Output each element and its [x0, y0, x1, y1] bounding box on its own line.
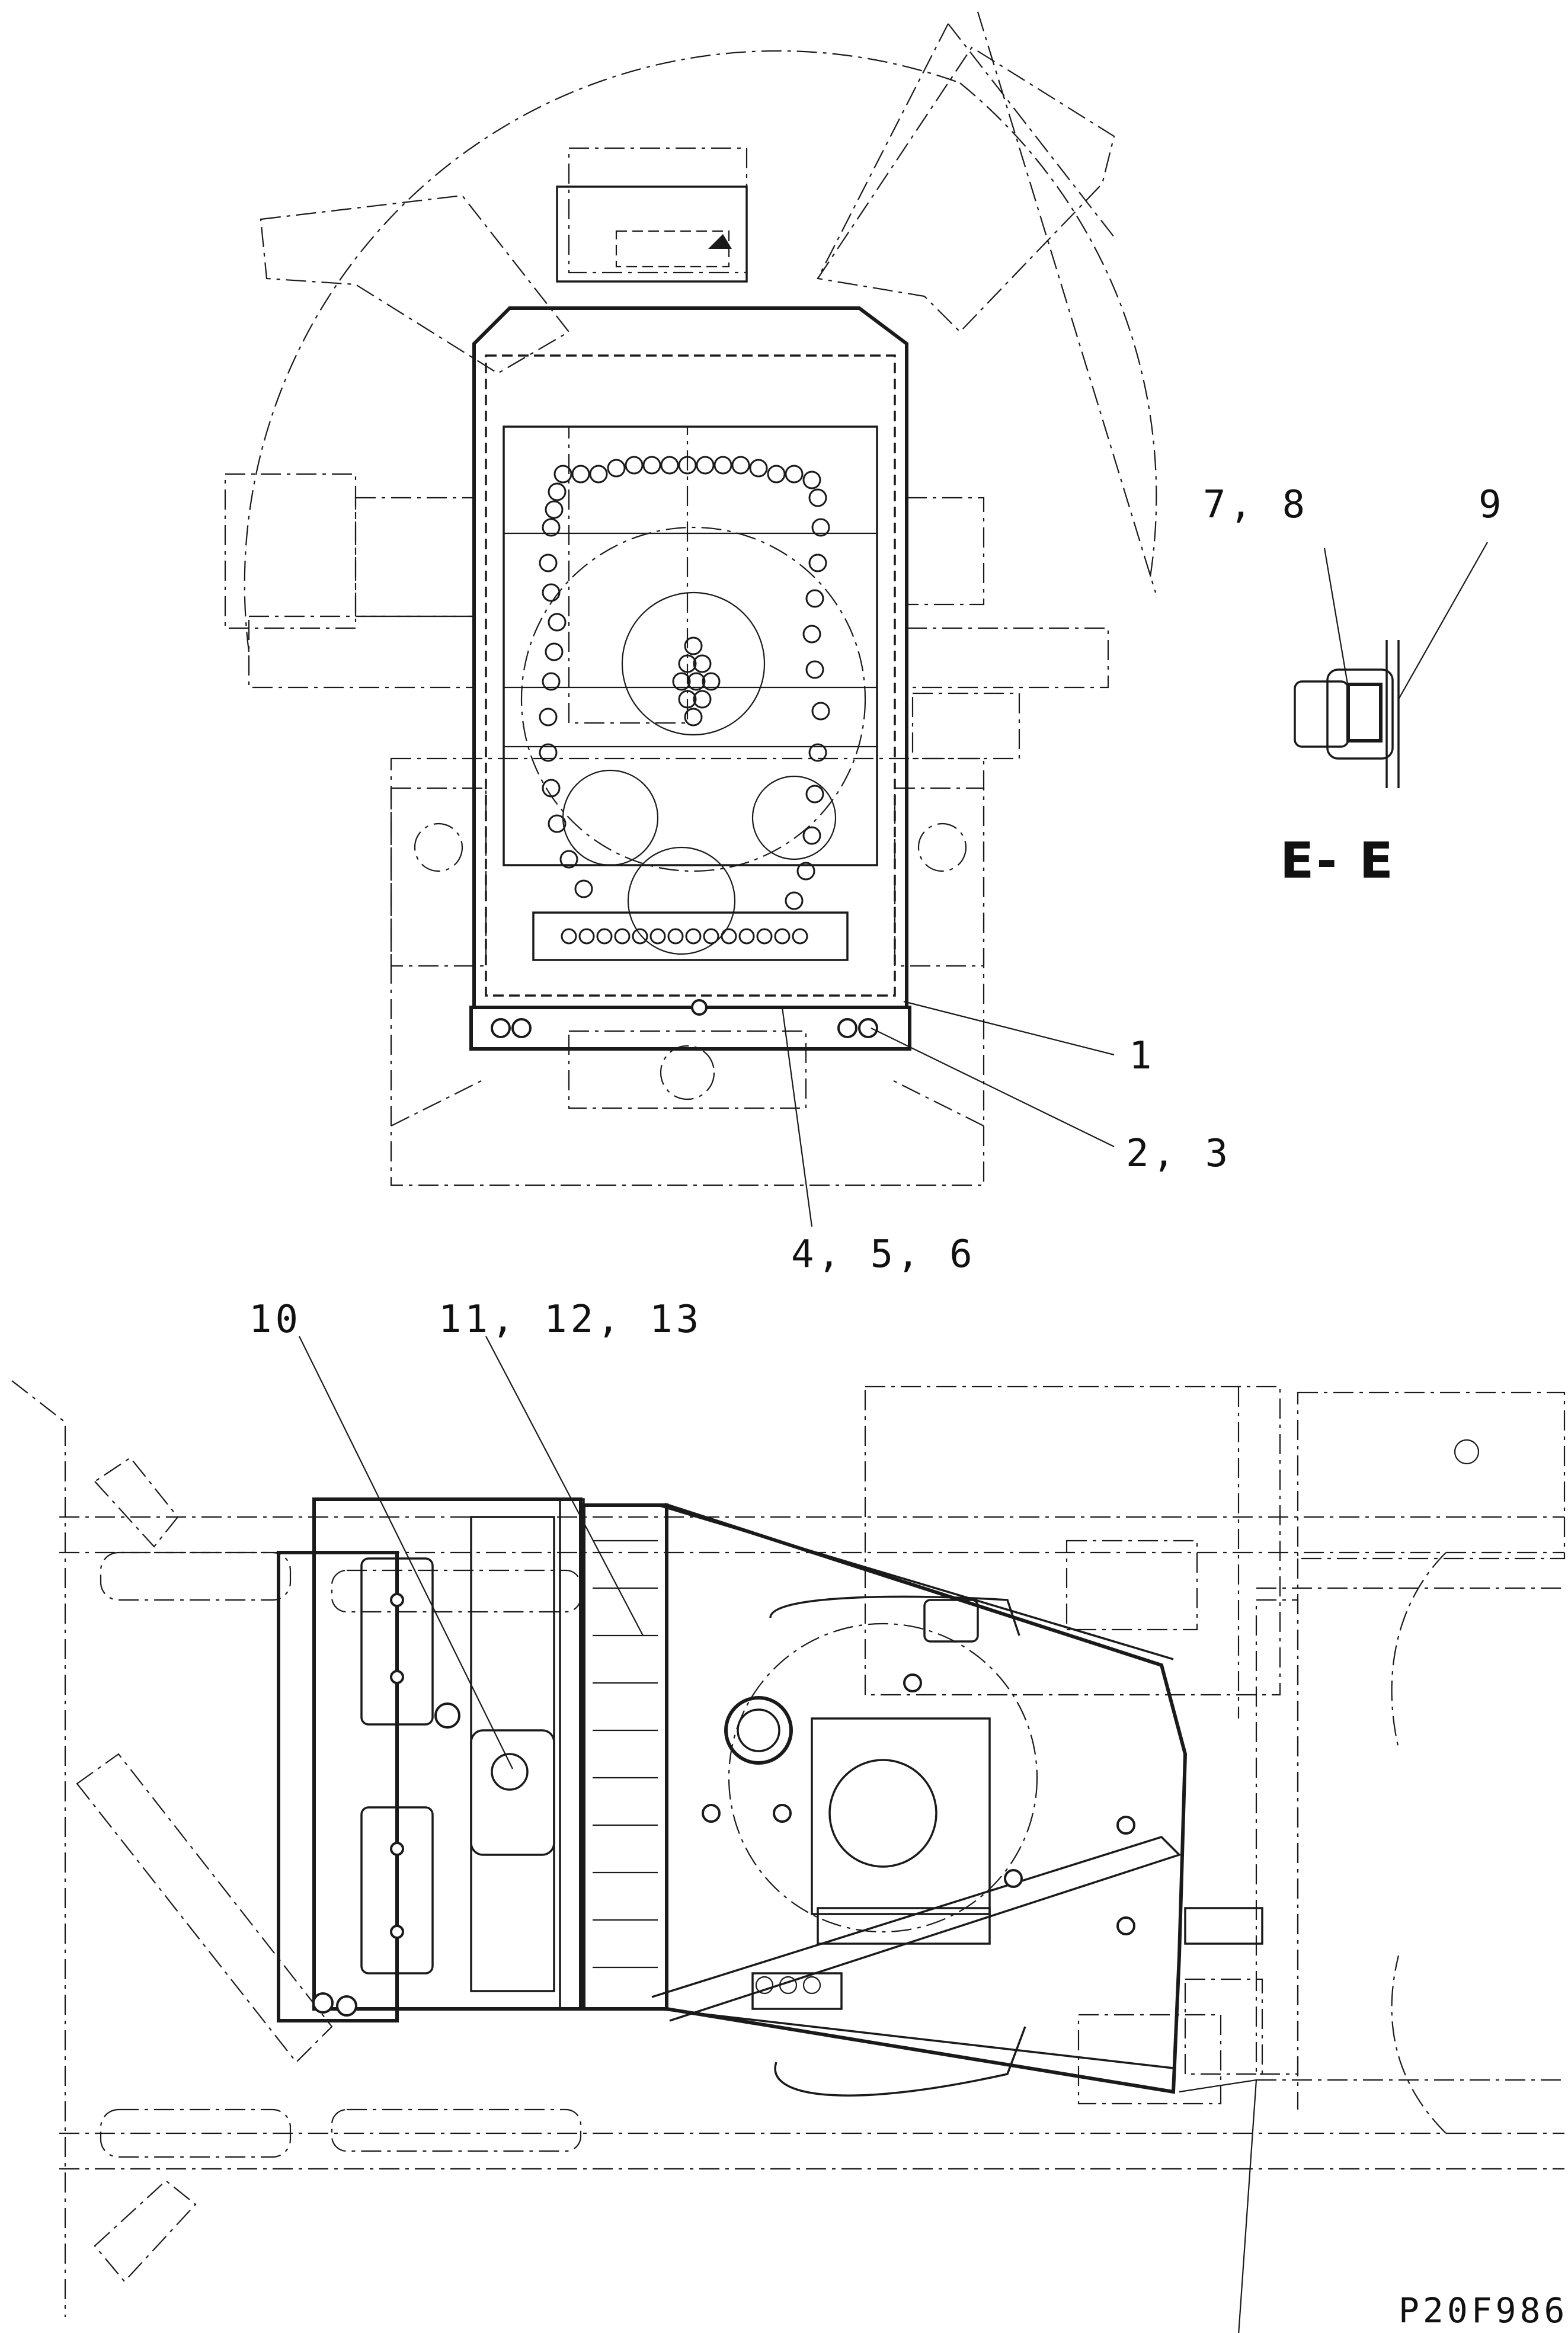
callout-4-5-6: 4, 5, 6 [791, 1233, 976, 1276]
harness-clamp-chain [539, 456, 830, 910]
callout-1: 1 [1129, 1034, 1156, 1078]
engine-frame [665, 1502, 1188, 2094]
radiator-cooling-unit [277, 1551, 399, 2022]
figure-code: P20F986 [1399, 2290, 1568, 2331]
top-main-frame [472, 306, 908, 1009]
callout-9: 9 [1479, 483, 1505, 527]
bottom-view [11, 1336, 1566, 2333]
leader-lines-top [781, 1000, 1115, 1227]
leader-lines-bottom [299, 1336, 644, 1769]
section-view-title: E- E [1280, 831, 1396, 889]
callout-2-3: 2, 3 [1126, 1132, 1232, 1176]
callout-11-12-13: 11, 12, 13 [439, 1298, 703, 1342]
swing-arc [244, 50, 961, 652]
callout-7-8: 7, 8 [1203, 483, 1309, 527]
section-detail-e-e [1294, 542, 1488, 788]
top-box [556, 185, 748, 283]
top-view [224, 11, 1157, 1227]
callout-10: 10 [249, 1298, 302, 1342]
